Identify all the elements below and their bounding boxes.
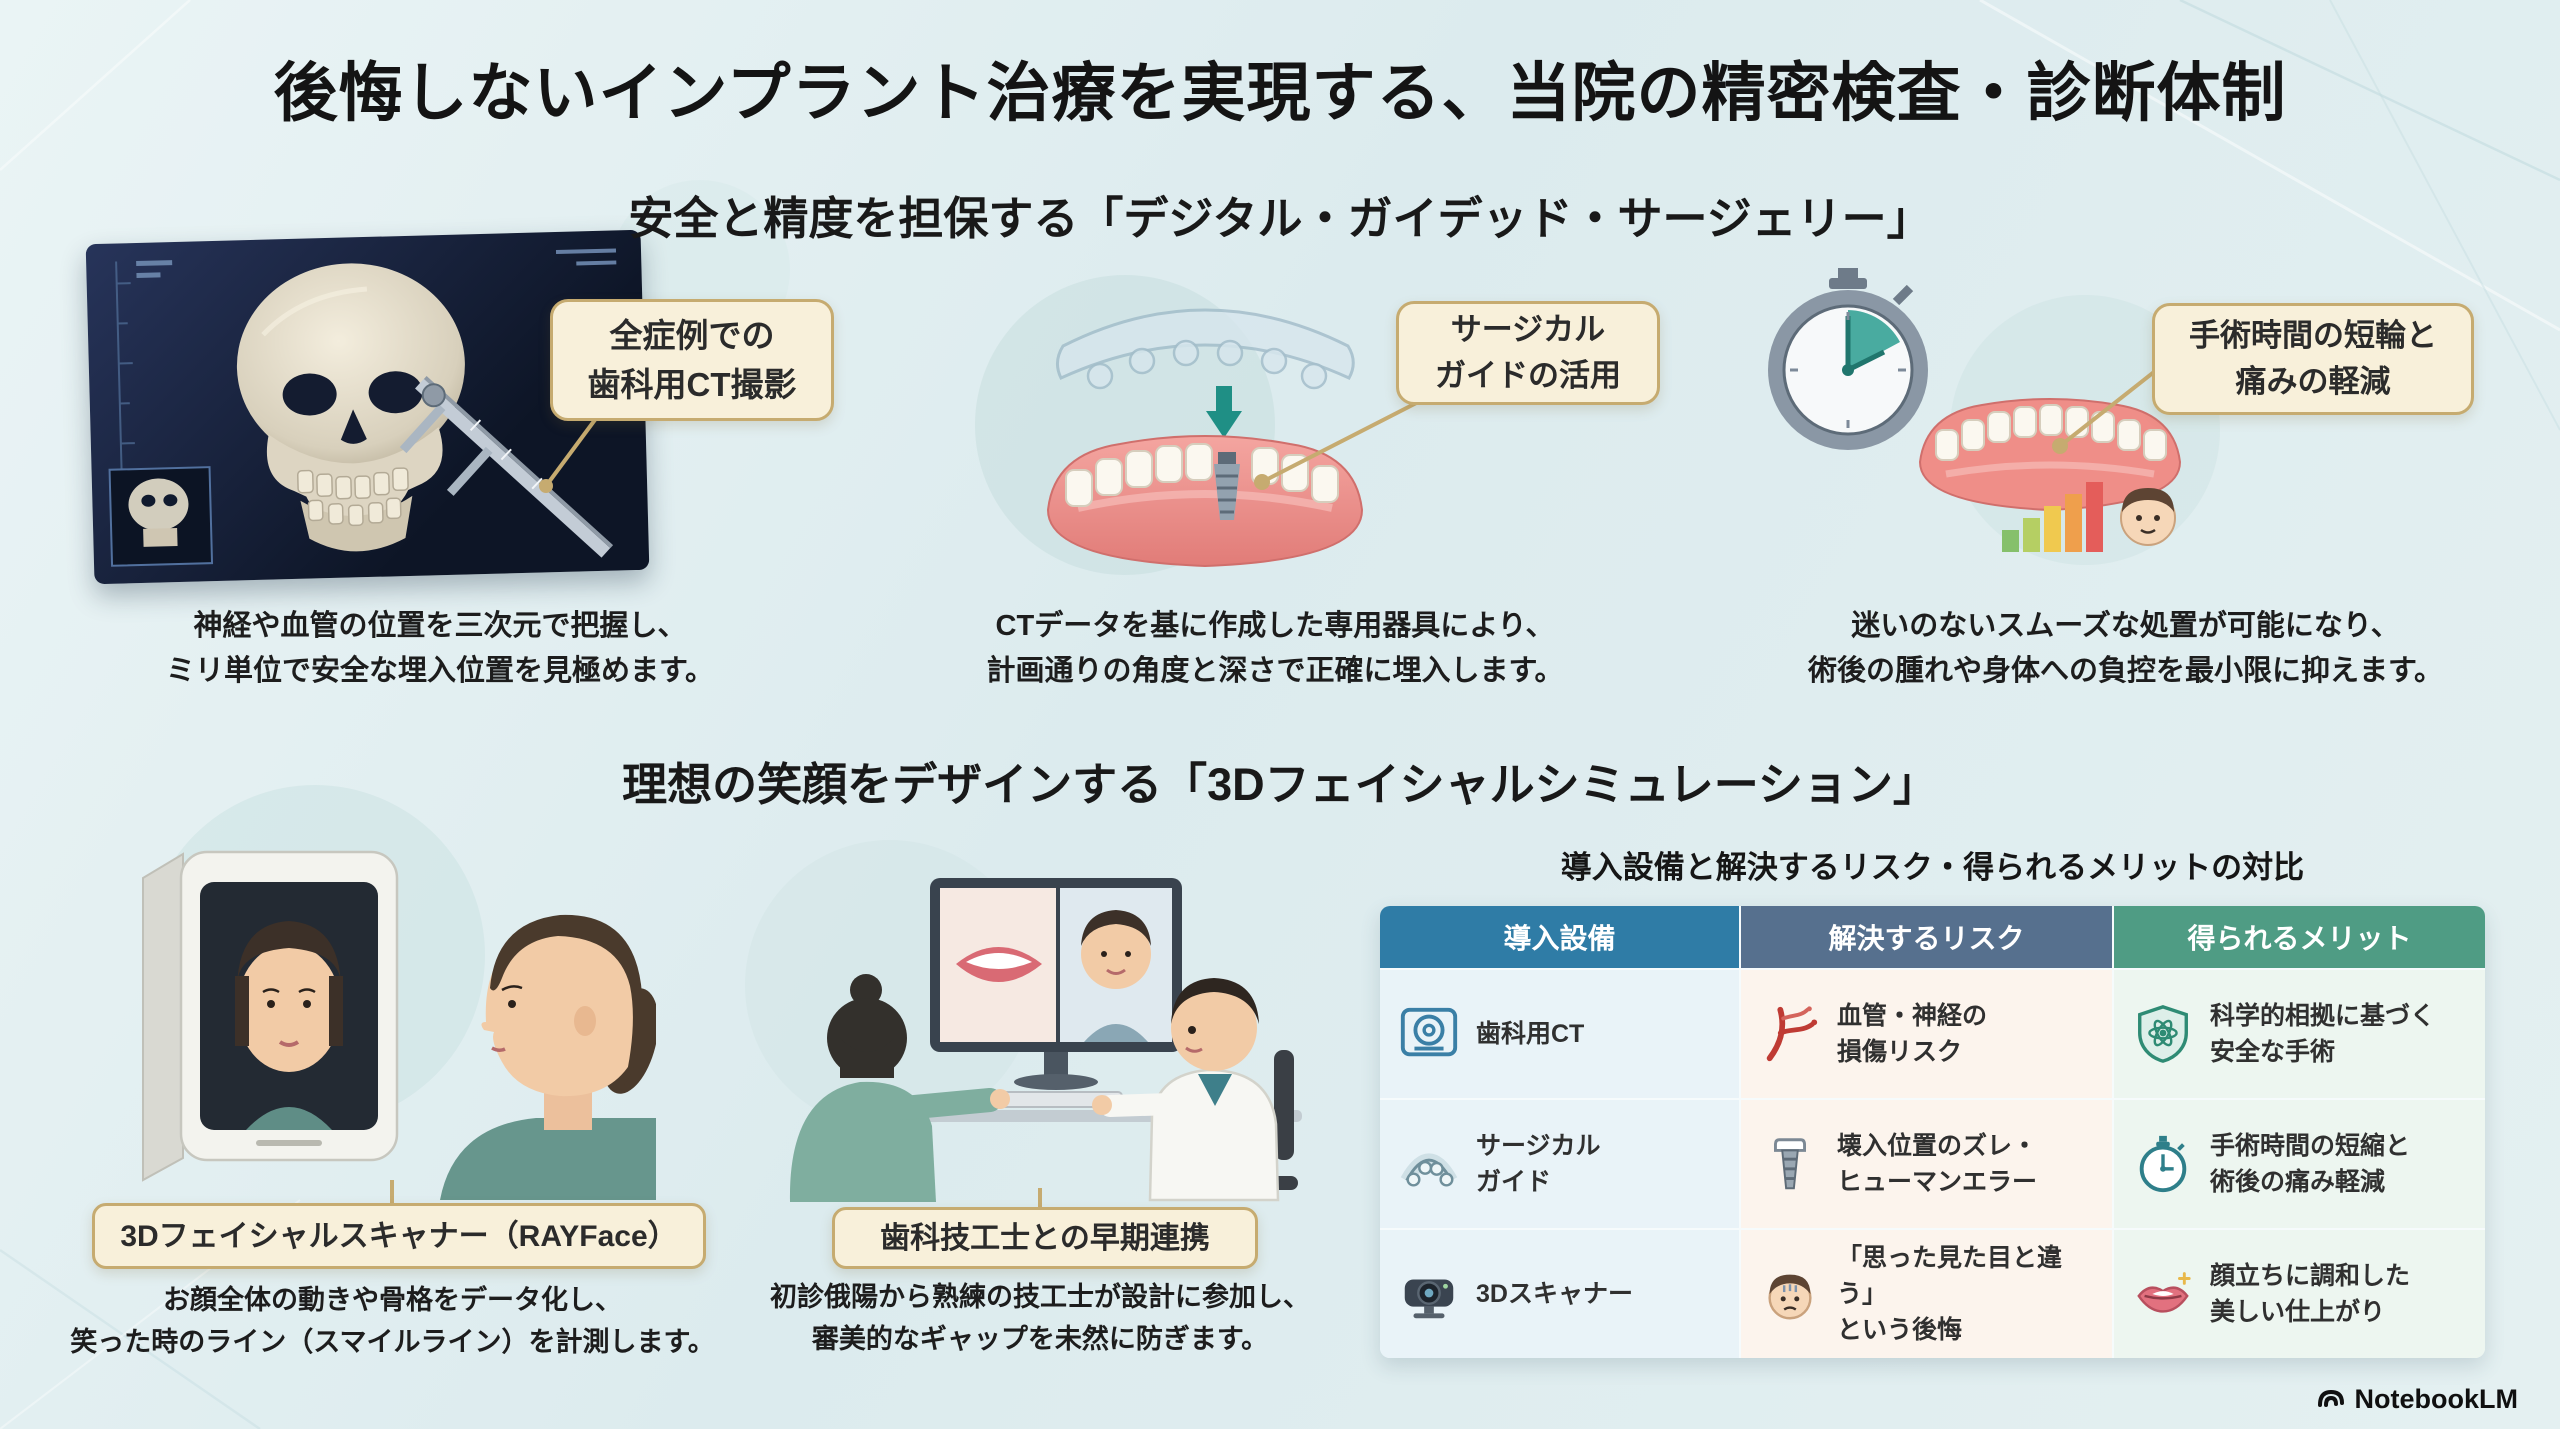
table-cell-text: 手術時間の短縮と 術後の痛み軽減 [2210,1131,2411,1196]
section2-heading: 理想の笑顔をデザインする「3Dフェイシャルシミュレーション」 [622,759,1938,810]
placement-arrow-icon [1206,386,1242,438]
badge-technician-collaboration: 歯科技工士との早期連携 [832,1207,1258,1269]
table-row-guide-equipment: サージカル ガイド [1380,1100,1739,1228]
table-cell-text: 血管・神経の 損傷リスク [1837,1001,1988,1066]
table-cell-text: 「思った見た目と違う」 という後悔 [1837,1243,2063,1345]
implant-screw [1214,452,1240,520]
surgical-guide-icon [1396,1131,1462,1197]
table-cell-text: 歯科用CT [1476,1019,1585,1048]
pain-scale-bars [2002,482,2103,552]
scanned-face-on-screen [235,921,343,1130]
patient-face-icon [2120,488,2176,546]
caption-surgical-guide: CTデータを基に作成した専用器具により、 計画通りの角度と深さで正確に埋入します… [986,610,1564,687]
clear-aligner-guide [1056,308,1355,390]
ct-inset-thumbnail [108,466,214,567]
caption-time-pain-reduction: 迷いのないスムーズな処置が可能になり、 術後の腫れや身体への負控を最小限に抑えま… [1807,610,2444,687]
table-row-guide-merit: 手術時間の短縮と 術後の痛み軽減 [2114,1100,2485,1228]
table-cell-text: 顔立ちに調和した 美しい仕上がり [2210,1261,2411,1326]
table-row-ct-risk: 血管・神経の 損傷リスク [1741,970,2112,1098]
caption-facial-scanner: お顔全体の動きや骨格をデータ化し、 笑った時のライン（スマイルライン）を計測しま… [70,1285,715,1357]
comparison-table: 導入設備 解決するリスク 得られるメリット 歯科用CT 血管・神経の 損傷リスク… [1380,906,2485,1358]
page-title: 後悔しないインプラント治療を実現する、当院の精密検査・診断体制 [273,57,2287,129]
footer-brand: NotebookLM [2316,1384,2518,1415]
table-row-scanner-risk: 「思った見た目と違う」 という後悔 [1741,1230,2112,1358]
doctor-technician-monitor-illustration [762,842,1310,1202]
table-cell-text: 科学的相拠に基づく 安全な手術 [2210,1001,2436,1066]
comparison-table-title: 導入設備と解決するリスク・得られるメリットの対比 [1560,850,2305,885]
table-header-merit: 得られるメリット [2114,906,2485,968]
ct-scanner-icon [1396,1001,1462,1067]
dental-technician-figure [789,974,1010,1202]
table-header-risk: 解決するリスク [1741,906,2112,968]
section1-heading: 安全と精度を担保する「デジタル・ガイデッド・サージェリー」 [628,193,1932,244]
badge-ct-imaging: 全症例での 歯科用CT撮影 [550,299,834,421]
footer-brand-label: NotebookLM [2354,1384,2518,1414]
caliper-figure [399,375,614,558]
table-row-ct-equipment: 歯科用CT [1380,970,1739,1098]
dentist-figure [1092,978,1298,1202]
regret-face-icon [1757,1261,1823,1327]
patient-profile-figure [440,914,656,1200]
table-header-equipment: 導入設備 [1380,906,1739,968]
scanner-device [142,850,399,1182]
lower-jaw-model [1046,435,1364,568]
table-cell-text: サージカル ガイド [1476,1131,1601,1196]
blood-vessel-icon [1757,1001,1823,1067]
surgical-guide-jaw-illustration [1008,258,1403,593]
implant-icon [1757,1131,1823,1197]
badge-technician-collaboration-label: 歯科技工士との早期連携 [880,1221,1210,1255]
skull-ct-caliper-illustration [85,229,650,585]
table-row-guide-risk: 壊入位置のズレ・ ヒューマンエラー [1741,1100,2112,1228]
stopwatch-figure [1768,268,1928,450]
camera-3d-icon [1396,1261,1462,1327]
table-row-scanner-merit: 顔立ちに調和した 美しい仕上がり [2114,1230,2485,1358]
badge-facial-scanner: 3Dフェイシャルスキャナー（RAYFace） [92,1203,706,1269]
notebooklm-logo-icon [2317,1389,2344,1407]
facial-scanner-illustration [88,826,656,1200]
badge-ct-imaging-label: 全症例での 歯科用CT撮影 [587,316,797,404]
stopwatch-icon [2130,1131,2196,1197]
skull-figure [236,263,465,552]
badge-surgical-guide-label: サージカル ガイドの活用 [1435,311,1621,394]
table-row-scanner-equipment: 3Dスキャナー [1380,1230,1739,1358]
badge-time-pain-reduction: 手術時間の短輪と 痛みの軽減 [2152,303,2474,415]
badge-time-pain-reduction-label: 手術時間の短輪と 痛みの軽減 [2189,317,2437,400]
lips-sparkle-icon [2130,1261,2196,1327]
caption-ct-imaging: 神経や血管の位置を三次元で把握し、 ミリ単位で安全な埋入位置を見極めます。 [165,610,715,687]
caption-technician-collaboration: 初診俄陽から熟練の技工士が設計に参加し、 審美的なギャップを未然に防ぎます。 [770,1282,1310,1354]
monitor-with-smile-photos [930,878,1182,1090]
table-cell-text: 壊入位置のズレ・ ヒューマンエラー [1837,1131,2038,1196]
badge-facial-scanner-label: 3Dフェイシャルスキャナー（RAYFace） [120,1219,678,1253]
shield-atom-icon [2130,1001,2196,1067]
table-row-ct-merit: 科学的相拠に基づく 安全な手術 [2114,970,2485,1098]
stopwatch-jaw-scale-illustration [1750,262,2190,567]
table-cell-text: 3Dスキャナー [1476,1279,1633,1308]
badge-surgical-guide: サージカル ガイドの活用 [1396,301,1660,405]
